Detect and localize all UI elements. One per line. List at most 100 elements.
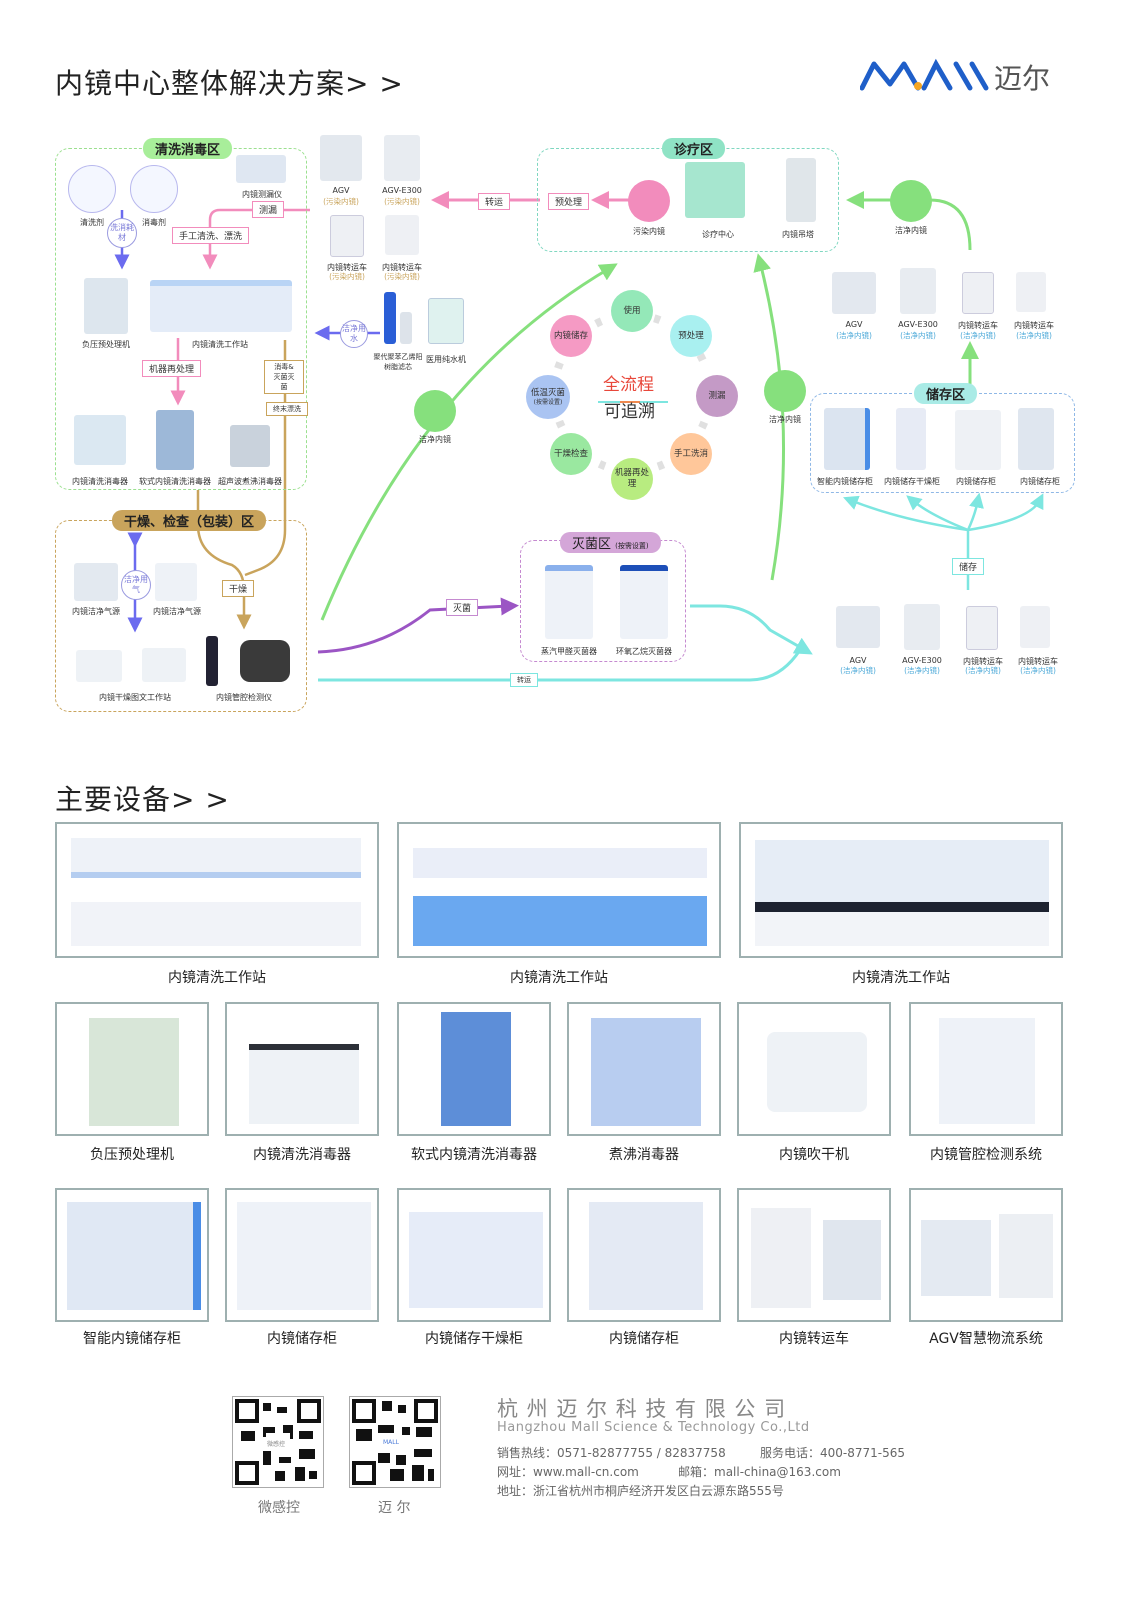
sterile-zone-note: (按需设置) xyxy=(615,542,649,550)
equipment-card[interactable] xyxy=(225,1002,379,1136)
transfer-tag: 转运 xyxy=(510,673,538,687)
sterilize-tag: 灭菌 xyxy=(446,599,479,616)
leak-tester-image xyxy=(236,155,286,183)
cart-dirty-image xyxy=(330,215,364,257)
cart-clean-top-image xyxy=(962,272,994,314)
equipment-card[interactable] xyxy=(55,1002,209,1136)
equipment-card[interactable] xyxy=(225,1188,379,1322)
smart-cabinet-image xyxy=(824,408,870,470)
cart-clean-bottom-image xyxy=(966,606,998,650)
cycle-step-sterilize-label: 低温灭菌 xyxy=(530,387,565,398)
machine-reprocess-tag: 机器再处理 xyxy=(142,360,202,377)
clean-water-ring: 洁净用水 xyxy=(340,320,368,348)
equipment-label: 软式内镜清洗消毒器 xyxy=(411,1147,537,1163)
eo-sterilizer-image xyxy=(620,565,668,639)
clean-air-1-caption: 内镜洁净气源 xyxy=(72,607,120,616)
clean-air-1-image xyxy=(74,563,118,601)
clean-scope-icon-left xyxy=(414,390,456,432)
equipment-label: 负压预处理机 xyxy=(90,1147,174,1163)
equipment-label: 内镜储存干燥柜 xyxy=(425,1331,523,1347)
clean-scope-caption-right: 洁净内镜 xyxy=(769,415,801,424)
dirty-scope-icon xyxy=(628,180,670,222)
equipment-section-title: 主要设备> > xyxy=(55,783,230,816)
equipment-card[interactable] xyxy=(737,1002,891,1136)
qr-code-wechat[interactable]: 微感控 xyxy=(232,1396,324,1488)
equipment-card[interactable] xyxy=(739,822,1063,958)
storage-cabinet-2-caption: 内镜储存柜 xyxy=(1020,477,1060,486)
company-name-en: Hangzhou Mall Science & Technology Co.,L… xyxy=(497,1420,810,1435)
leak-tester-caption: 内镜测漏仪 xyxy=(242,190,282,199)
pure-water-image xyxy=(428,298,464,344)
workstation-caption: 内镜清洗工作站 xyxy=(192,340,248,349)
sterile-zone-label: 灭菌区 (按需设置) xyxy=(560,532,661,553)
agv-e300-dirty-image xyxy=(384,135,420,181)
filter-caption: 聚代聚苯乙烯阳树脂滤芯 xyxy=(373,353,423,371)
mall-logo: 迈尔 xyxy=(860,58,1050,95)
clean-air-2-image xyxy=(155,563,197,601)
cart-clean-bottom-sub: (洁净内镜) xyxy=(965,666,1001,675)
dry-cabinet-caption: 内镜储存干燥柜 xyxy=(884,477,940,486)
company-name-cn: 杭 州 迈 尔 科 技 有 限 公 司 xyxy=(497,1397,787,1421)
agv-clean-top-caption: AGV xyxy=(845,320,863,329)
cycle-step-sterilize-note: (按需设置) xyxy=(533,398,563,406)
trolley-clean-top-image xyxy=(1016,272,1046,312)
website[interactable]: 网址：www.mall-cn.com xyxy=(497,1465,639,1479)
consumables-ring: 洗消耗材 xyxy=(107,218,137,248)
pretreatment-tag: 预处理 xyxy=(548,193,590,210)
equipment-label: 内镜清洗工作站 xyxy=(510,970,608,986)
equipment-card[interactable] xyxy=(567,1188,721,1322)
equipment-card[interactable] xyxy=(55,1188,209,1322)
disinfectant-image xyxy=(130,165,178,213)
email[interactable]: 邮箱：mall-china@163.com xyxy=(678,1465,841,1479)
equipment-card[interactable] xyxy=(397,822,721,958)
agv-e300-clean-bottom-sub: (洁净内镜) xyxy=(904,666,940,675)
steam-sterilizer-image xyxy=(545,565,593,639)
agv-e300-clean-top-image xyxy=(900,268,936,314)
negative-pressure-image xyxy=(84,278,128,334)
scope-disinfector-caption: 内镜清洗消毒器 xyxy=(72,477,128,486)
clean-air-2-caption: 内镜洁净气源 xyxy=(153,607,201,616)
equipment-card[interactable] xyxy=(55,822,379,958)
qr-code-mall[interactable]: MALL xyxy=(349,1396,441,1488)
cart-dirty-sub: (污染内镜) xyxy=(329,272,365,281)
clean-scope-icon-top xyxy=(890,180,932,222)
detergent-image xyxy=(68,165,116,213)
dry-workstation-caption: 内镜干燥图文工作站 xyxy=(99,693,171,702)
qr-label-wechat: 微感控 xyxy=(258,1500,300,1516)
equipment-card[interactable] xyxy=(567,1002,721,1136)
equipment-label: 智能内镜储存柜 xyxy=(83,1331,181,1347)
agv-dirty-sub: (污染内镜) xyxy=(323,197,359,206)
equipment-card[interactable] xyxy=(909,1002,1063,1136)
equipment-card[interactable] xyxy=(909,1188,1063,1322)
equipment-card[interactable] xyxy=(737,1188,891,1322)
equipment-label: AGV智慧物流系统 xyxy=(929,1331,1043,1347)
negative-pressure-caption: 负压预处理机 xyxy=(82,340,130,349)
filter-image xyxy=(384,292,396,344)
equipment-card[interactable] xyxy=(397,1002,551,1136)
qr-label-mall: 迈 尔 xyxy=(378,1500,411,1516)
boiling-disinfector-caption: 超声波煮沸消毒器 xyxy=(218,477,282,486)
equipment-label: 内镜管腔检测系统 xyxy=(930,1147,1042,1163)
cycle-step-pretreatment: 预处理 xyxy=(670,315,712,357)
equipment-label: 内镜清洗工作站 xyxy=(168,970,266,986)
storage-cabinet-1-image xyxy=(955,410,1001,470)
agv-e300-dirty-sub: (污染内镜) xyxy=(384,197,420,206)
trolley-clean-bottom-caption: 内镜转运车 xyxy=(1018,657,1058,666)
equipment-label: 内镜清洗消毒器 xyxy=(253,1147,351,1163)
dry-cabinet-image xyxy=(896,408,926,470)
steam-sterilizer-caption: 蒸汽甲醛灭菌器 xyxy=(541,647,597,656)
boiling-disinfector-image xyxy=(230,425,270,467)
page-title: 内镜中心整体解决方案> > xyxy=(55,67,404,100)
equipment-label: 内镜转运车 xyxy=(779,1331,849,1347)
equipment-card[interactable] xyxy=(397,1188,551,1322)
trolley-clean-top-sub: (洁净内镜) xyxy=(1016,331,1052,340)
trolley-dirty-image xyxy=(385,215,419,255)
agv-e300-clean-bottom-image xyxy=(904,604,940,650)
cycle-step-dry-check: 干燥检查 xyxy=(550,433,592,475)
agv-clean-top-image xyxy=(832,272,876,314)
final-rinse-tag: 终末漂洗 xyxy=(266,402,308,416)
sales-hotline: 销售热线：0571-82877755 / 82837758 xyxy=(497,1446,726,1460)
agv-e300-dirty-caption: AGV-E300 xyxy=(382,186,422,195)
manual-wash-tag: 手工清洗、漂洗 xyxy=(172,227,250,244)
agv-clean-bottom-caption: AGV xyxy=(849,656,867,665)
